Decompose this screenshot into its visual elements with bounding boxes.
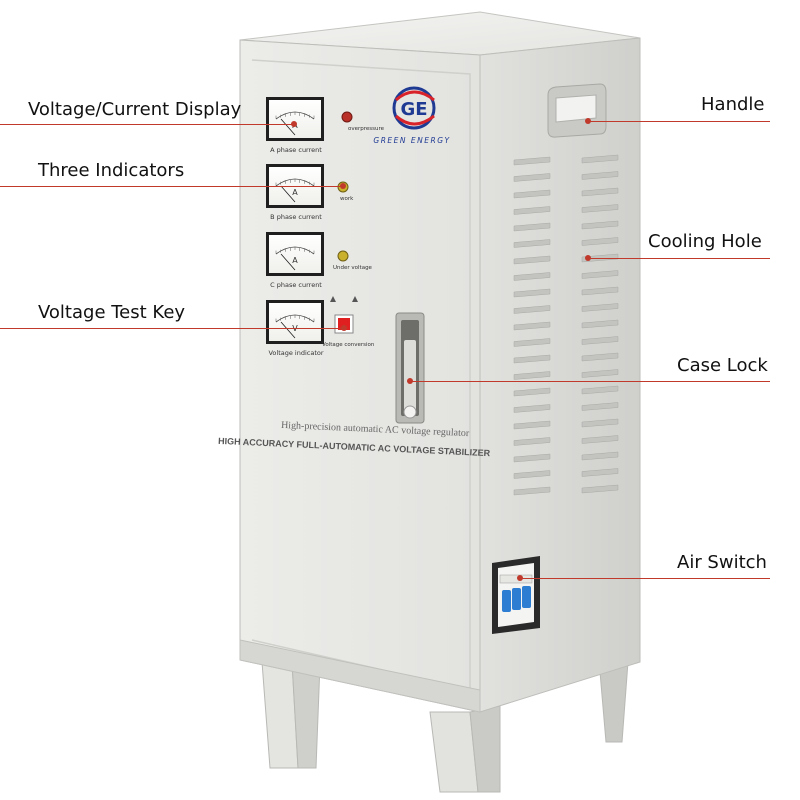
vent-slat bbox=[581, 171, 619, 180]
callout-voltage-current-display: Voltage/Current Display bbox=[28, 99, 242, 120]
vent-slat bbox=[513, 239, 551, 248]
vent-slat bbox=[513, 288, 551, 298]
vent-slat bbox=[513, 173, 551, 182]
meter-unit: A bbox=[292, 188, 298, 197]
meter-label: B phase current bbox=[270, 213, 322, 221]
meter-label: Voltage indicator bbox=[268, 349, 323, 357]
leader-indicators bbox=[0, 186, 343, 187]
vent-slat bbox=[513, 321, 551, 331]
indicator-lamp-1 bbox=[341, 111, 353, 123]
cabinet-plinth bbox=[239, 639, 481, 713]
brand-logo bbox=[392, 86, 436, 130]
callout-case-lock: Case Lock bbox=[677, 355, 768, 376]
vent-slat bbox=[513, 437, 551, 446]
callout-handle: Handle bbox=[701, 94, 765, 115]
meter-2: A B phase current bbox=[266, 164, 324, 221]
meter-3: A C phase current bbox=[266, 232, 324, 289]
vent-slat bbox=[581, 369, 619, 378]
meter-4: VVoltage indicator bbox=[266, 300, 324, 357]
vent-slat bbox=[513, 189, 551, 199]
vent-slat bbox=[581, 204, 619, 213]
vent-slat bbox=[513, 338, 551, 347]
vent-slat bbox=[581, 220, 619, 230]
leader-display bbox=[0, 124, 294, 125]
vent-slat bbox=[513, 420, 551, 430]
vent-slat bbox=[581, 187, 619, 197]
vent-slat bbox=[581, 418, 619, 428]
vent-slat bbox=[513, 486, 551, 496]
leader-cooling bbox=[588, 258, 770, 259]
leader-dot-indicators bbox=[340, 183, 346, 189]
callout-three-indicators: Three Indicators bbox=[38, 160, 185, 181]
indicator-lamp-3 bbox=[337, 250, 349, 262]
vent-slat bbox=[513, 387, 551, 397]
vent-slat bbox=[581, 154, 619, 164]
leader-dot-handle bbox=[585, 118, 591, 124]
vent-slat bbox=[581, 303, 619, 312]
vent-slat bbox=[581, 451, 619, 461]
case-lock[interactable] bbox=[395, 312, 425, 424]
leader-dot-display bbox=[291, 121, 297, 127]
leader-dot-air-switch bbox=[517, 575, 523, 581]
meter-label: C phase current bbox=[270, 281, 322, 289]
vent-slat bbox=[513, 156, 551, 166]
vent-slat bbox=[581, 468, 619, 477]
vent-slat bbox=[581, 352, 619, 362]
leader-dot-test-key bbox=[341, 325, 347, 331]
air-switch[interactable] bbox=[492, 556, 540, 634]
vent-slat bbox=[513, 206, 551, 215]
vent-slat bbox=[581, 237, 619, 246]
meter-unit: A bbox=[292, 256, 298, 265]
handle[interactable] bbox=[547, 83, 607, 138]
leader-test-key bbox=[0, 328, 344, 329]
vent-slat bbox=[513, 470, 551, 479]
vent-slat bbox=[513, 371, 551, 380]
vent-slat bbox=[581, 385, 619, 395]
vent-slat bbox=[581, 319, 619, 329]
leader-dot-lock bbox=[407, 378, 413, 384]
callout-cooling-hole: Cooling Hole bbox=[648, 231, 762, 252]
vent-slat bbox=[513, 404, 551, 413]
vent-slat bbox=[581, 402, 619, 411]
leader-handle bbox=[588, 121, 770, 122]
callout-voltage-test-key: Voltage Test Key bbox=[38, 302, 186, 323]
meter-1: AA phase current bbox=[266, 97, 324, 154]
leader-lock bbox=[410, 381, 770, 382]
vent-slat bbox=[581, 435, 619, 444]
vent-slat bbox=[581, 270, 619, 279]
vent-slat bbox=[581, 336, 619, 345]
leader-air-switch bbox=[520, 578, 770, 579]
vent-slat bbox=[513, 222, 551, 232]
vent-slat bbox=[513, 305, 551, 314]
vent-slat bbox=[513, 453, 551, 463]
vent-slat bbox=[513, 354, 551, 364]
vent-slat bbox=[513, 272, 551, 281]
meter-label: A phase current bbox=[270, 146, 322, 154]
vent-slat bbox=[513, 255, 551, 265]
vent-slat bbox=[581, 484, 619, 494]
vent-slat bbox=[581, 286, 619, 296]
callout-air-switch: Air Switch bbox=[677, 552, 767, 573]
leader-dot-cooling bbox=[585, 255, 591, 261]
